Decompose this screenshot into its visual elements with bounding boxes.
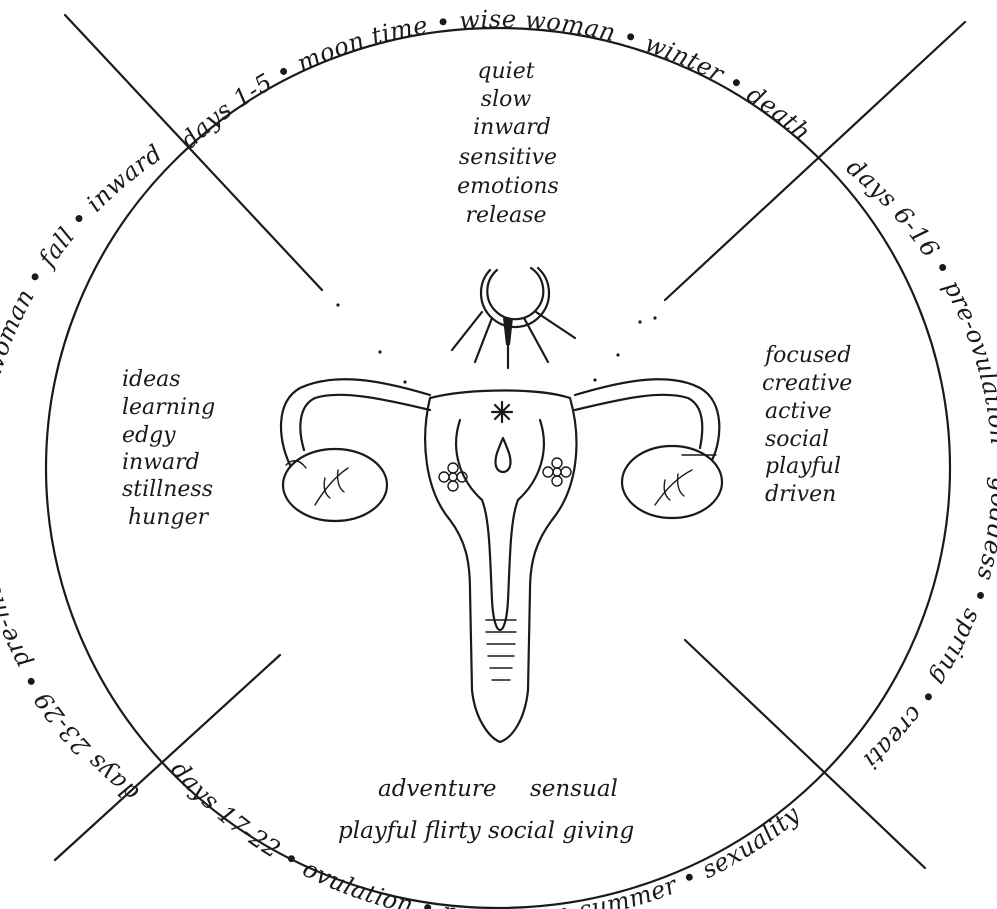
word: stillness [122,477,213,502]
ovary-left [283,449,387,521]
quadrant-right-words: focused creative active social playful d… [762,343,852,507]
quadrant-bottom-words: adventure sensual playful flirty social … [338,776,634,844]
word: hunger [128,505,210,530]
ink-dot [616,353,619,356]
word: creative [762,371,852,396]
word: ideas [122,367,181,392]
word: learning [122,395,215,420]
crescent-moon-icon [452,268,575,368]
word: adventure [378,776,497,802]
star-icon [492,402,512,422]
ink-dot [336,303,339,306]
ink-dot [403,380,406,383]
word: inward [122,450,200,475]
drop-icon [495,438,510,472]
word: sensual [530,776,618,802]
ink-dot [653,316,656,319]
word: social [765,427,829,452]
word: driven [765,482,836,507]
word: inward [473,115,551,140]
word: playful flirty social giving [338,818,634,844]
ink-dot [593,378,596,381]
word: slow [481,87,532,112]
ink-dot [378,350,381,353]
quadrant-top-words: quiet slow inward sensitive emotions rel… [457,59,559,228]
word: quiet [477,59,534,84]
word: active [765,399,832,424]
word: release [465,203,546,228]
word: emotions [457,174,559,199]
ink-dot [638,320,641,323]
word: sensitive [459,145,557,170]
uterus-illustration [281,379,722,742]
word: focused [763,343,851,368]
ovary-right [622,446,722,518]
quadrant-left-words: ideas learning edgy inward stillness hun… [122,367,215,530]
word: playful [765,454,841,479]
flower-icon [439,463,467,491]
word: edgy [122,423,176,448]
flower-icon [543,458,571,486]
